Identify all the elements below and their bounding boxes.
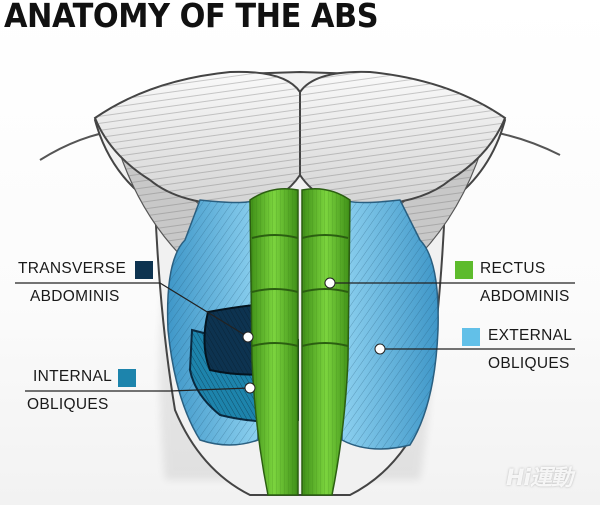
label-internal-line1: INTERNAL: [33, 368, 113, 385]
label-transverse-line2: ABDOMINIS: [30, 288, 120, 305]
external-marker-dot: [374, 343, 386, 355]
rectus-color-swatch: [455, 261, 473, 279]
label-rectus-line2: ABDOMINIS: [480, 288, 570, 305]
transverse-color-swatch: [135, 261, 153, 279]
label-external-line2: OBLIQUES: [488, 355, 570, 372]
watermark-logo: Hi運動: [506, 466, 573, 491]
external-color-swatch: [462, 328, 480, 346]
internal-marker-dot: [244, 382, 256, 394]
internal-color-swatch: [118, 369, 136, 387]
label-internal-line2: OBLIQUES: [27, 396, 109, 413]
diagram-title: ANATOMY OF THE ABS: [4, 0, 379, 35]
internal-pointer: [25, 387, 251, 392]
label-external-line1: EXTERNAL: [488, 327, 573, 344]
rectus-marker-dot: [324, 277, 336, 289]
label-rectus-line1: RECTUS: [480, 260, 546, 277]
transverse-pointer: [15, 282, 249, 338]
transverse-marker-dot: [242, 331, 254, 343]
label-transverse-line1: TRANSVERSE: [18, 260, 127, 277]
